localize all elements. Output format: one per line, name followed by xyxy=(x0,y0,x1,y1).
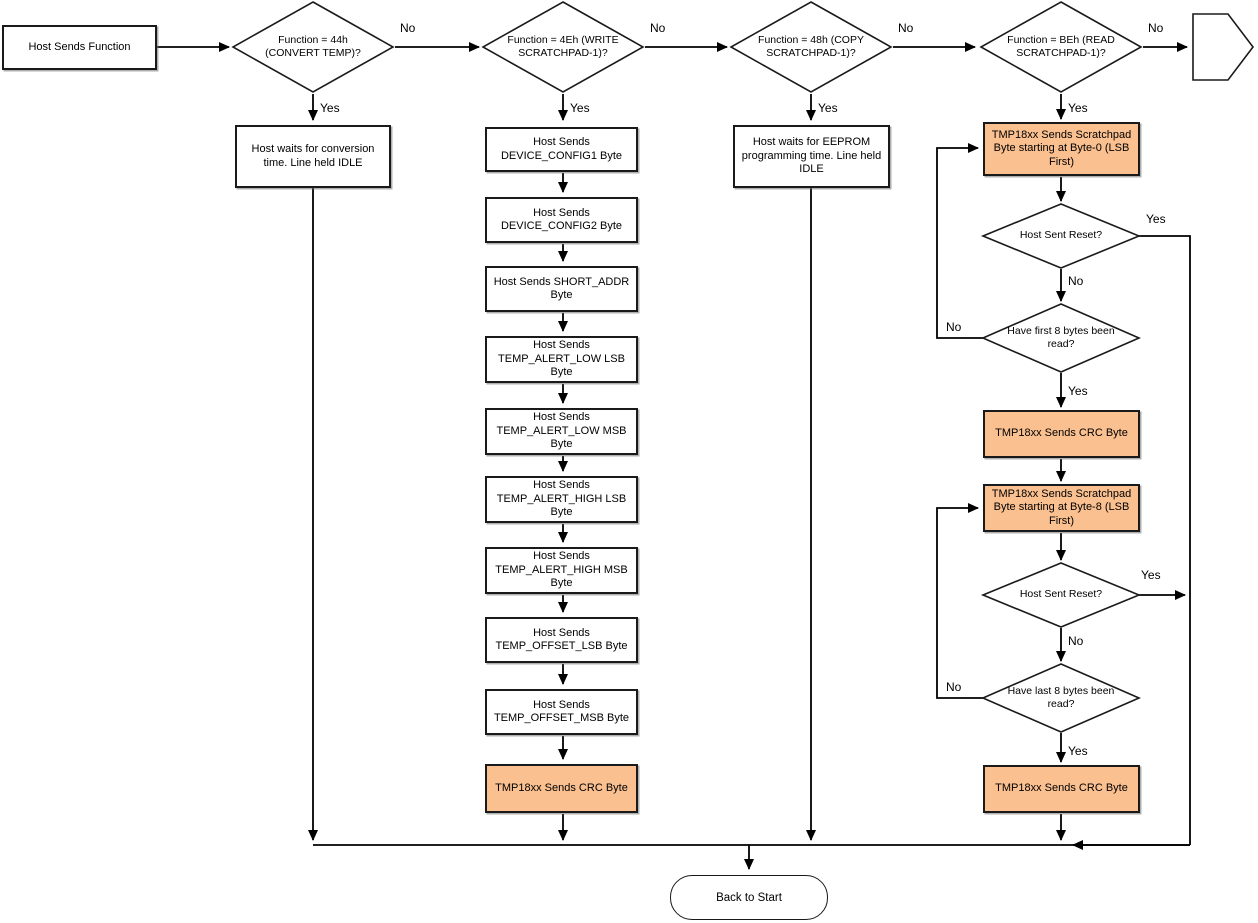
write-crc-box: TMP18xx Sends CRC Byte xyxy=(485,764,638,813)
temp-offset-lsb-label: Host Sends TEMP_OFFSET_LSB Byte xyxy=(495,626,628,652)
decision-last8-diamond xyxy=(980,663,1142,733)
offpage-connector-pentagon xyxy=(1192,13,1255,81)
read-byte8-label: TMP18xx Sends Scratchpad Byte starting a… xyxy=(991,487,1132,527)
write-crc-label: TMP18xx Sends CRC Byte xyxy=(495,781,628,794)
decision-beh-diamond xyxy=(979,1,1143,93)
temp-alert-high-msb-box: Host Sends TEMP_ALERT_HIGH MSB Byte xyxy=(485,547,638,594)
wait-eeprom-box: Host waits for EEPROM programming time. … xyxy=(733,125,890,188)
device-config2-box: Host Sends DEVICE_CONFIG2 Byte xyxy=(485,197,638,243)
no-label-dbe: No xyxy=(1148,21,1164,35)
read-byte0-label: TMP18xx Sends Scratchpad Byte starting a… xyxy=(991,128,1132,168)
start-box: Host Sends Function xyxy=(2,25,157,70)
device-config1-label: Host Sends DEVICE_CONFIG1 Byte xyxy=(500,136,623,162)
decision-4eh-diamond xyxy=(481,1,645,93)
edge-first8-no-loop xyxy=(936,143,983,339)
decision-reset1-diamond xyxy=(980,203,1142,269)
temp-alert-low-lsb-label: Host Sends TEMP_ALERT_LOW LSB Byte xyxy=(498,339,625,379)
edge-reset1-yes-down xyxy=(1139,235,1191,845)
read-byte0-box: TMP18xx Sends Scratchpad Byte starting a… xyxy=(983,122,1140,176)
no-label-reset1: No xyxy=(1068,274,1084,288)
back-to-start-label: Back to Start xyxy=(716,891,782,904)
decision-shapes xyxy=(231,1,1255,733)
temp-alert-low-msb-box: Host Sends TEMP_ALERT_LOW MSB Byte xyxy=(485,408,638,455)
yes-label-reset1: Yes xyxy=(1146,212,1166,226)
decision-first8-diamond xyxy=(980,303,1142,373)
read-crc1-label: TMP18xx Sends CRC Byte xyxy=(995,427,1128,440)
decision-44h-diamond xyxy=(231,1,395,93)
device-config1-box: Host Sends DEVICE_CONFIG1 Byte xyxy=(485,127,638,172)
yes-label-d4e: Yes xyxy=(570,101,590,115)
no-label-first8: No xyxy=(946,320,962,334)
read-crc2-box: TMP18xx Sends CRC Byte xyxy=(983,765,1140,813)
yes-label-first8: Yes xyxy=(1068,384,1088,398)
temp-alert-high-lsb-box: Host Sends TEMP_ALERT_HIGH LSB Byte xyxy=(485,476,638,523)
back-to-start-terminal: Back to Start xyxy=(670,875,828,920)
connector-edges xyxy=(157,42,1191,870)
read-crc1-box: TMP18xx Sends CRC Byte xyxy=(983,410,1140,458)
read-byte8-box: TMP18xx Sends Scratchpad Byte starting a… xyxy=(983,484,1140,532)
no-label-last8: No xyxy=(946,680,962,694)
edge-last8-no-loop xyxy=(936,503,983,699)
start-label: Host Sends Function xyxy=(28,40,131,53)
yes-label-d48: Yes xyxy=(818,101,838,115)
no-label-reset2: No xyxy=(1068,634,1084,648)
temp-offset-lsb-box: Host Sends TEMP_OFFSET_LSB Byte xyxy=(485,617,638,663)
temp-alert-high-lsb-label: Host Sends TEMP_ALERT_HIGH LSB Byte xyxy=(496,479,627,519)
device-config2-label: Host Sends DEVICE_CONFIG2 Byte xyxy=(500,206,623,232)
short-addr-box: Host Sends SHORT_ADDR Byte xyxy=(485,266,638,312)
wait-conversion-box: Host waits for conversion time. Line hel… xyxy=(235,125,391,188)
no-label-d44: No xyxy=(400,21,416,35)
yes-label-reset2: Yes xyxy=(1141,568,1161,582)
temp-offset-msb-label: Host Sends TEMP_OFFSET_MSB Byte xyxy=(493,698,630,724)
read-crc2-label: TMP18xx Sends CRC Byte xyxy=(995,782,1128,795)
temp-alert-low-msb-label: Host Sends TEMP_ALERT_LOW MSB Byte xyxy=(496,411,627,451)
yes-label-dbe: Yes xyxy=(1068,101,1088,115)
yes-label-d44: Yes xyxy=(320,101,340,115)
temp-alert-high-msb-label: Host Sends TEMP_ALERT_HIGH MSB Byte xyxy=(495,550,628,590)
temp-offset-msb-box: Host Sends TEMP_OFFSET_MSB Byte xyxy=(485,689,638,735)
no-label-d4e: No xyxy=(650,21,666,35)
temp-alert-low-lsb-box: Host Sends TEMP_ALERT_LOW LSB Byte xyxy=(485,336,638,383)
decision-48h-diamond xyxy=(729,1,893,93)
wait-conversion-label: Host waits for conversion time. Line hel… xyxy=(251,143,375,169)
short-addr-label: Host Sends SHORT_ADDR Byte xyxy=(493,275,630,301)
wait-eeprom-label: Host waits for EEPROM programming time. … xyxy=(741,136,882,176)
decision-reset2-diamond xyxy=(980,562,1142,628)
yes-label-last8: Yes xyxy=(1068,744,1088,758)
no-label-d48: No xyxy=(898,21,914,35)
